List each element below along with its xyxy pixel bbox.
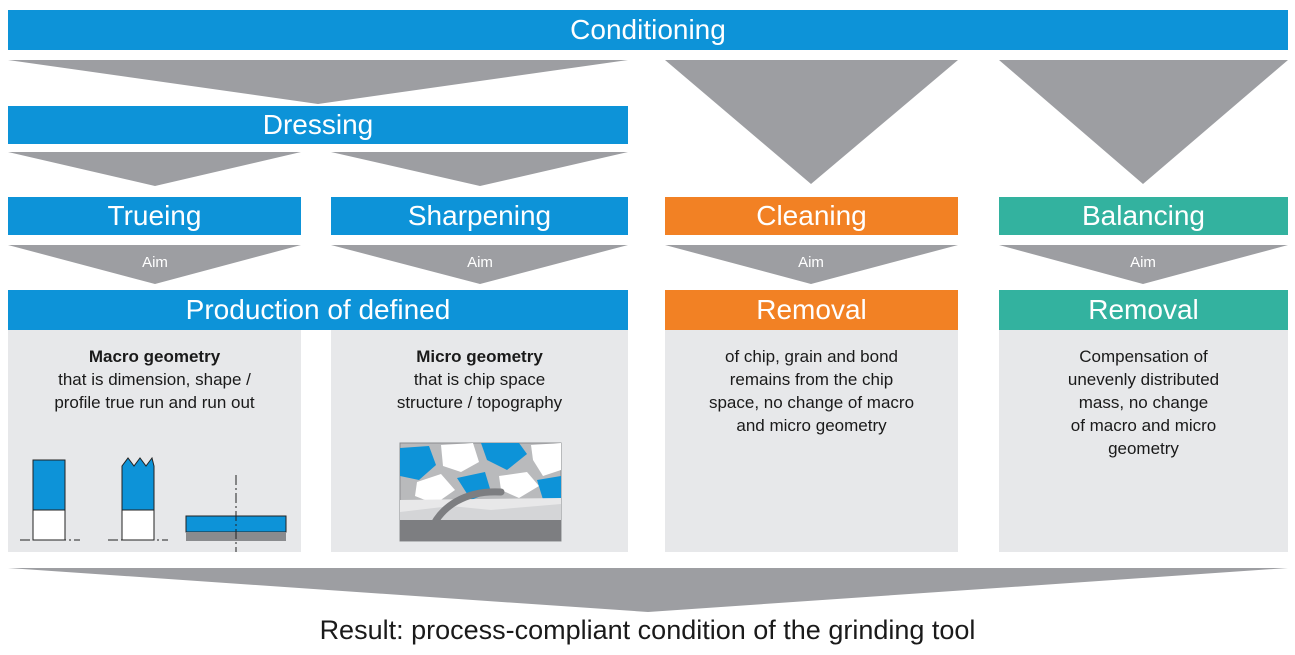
micro-topography-illustration: [399, 442, 562, 542]
macro-geometry-illustration: [20, 456, 287, 552]
cleaning-line-2: remains from the chip: [729, 370, 894, 389]
arrow-dressing-to-sharpening: [331, 152, 628, 186]
aim-label-trueing: Aim: [142, 254, 168, 271]
cleaning-line-1: of chip, grain and bond: [725, 347, 898, 366]
arrow-conditioning-to-cleaning: [665, 60, 958, 184]
balancing-bar: Balancing: [999, 197, 1288, 235]
conditioning-bar: Conditioning: [8, 10, 1288, 50]
balancing-line-3: mass, no change: [1078, 393, 1209, 412]
cleaning-line-3: space, no change of macro: [708, 393, 915, 412]
balancing-line-2: unevenly distributed: [1067, 370, 1220, 389]
macro-geometry-panel: Macro geometry that is dimension, shape …: [8, 330, 301, 552]
arrow-to-result: [8, 568, 1288, 612]
balancing-line-1: Compensation of: [1079, 347, 1208, 366]
aim-arrow-balancing: [999, 245, 1288, 284]
aim-label-balancing: Aim: [1130, 254, 1156, 271]
balancing-panel: Compensation of unevenly distributed mas…: [999, 330, 1288, 552]
micro-geometry-line-1: that is chip space: [413, 370, 546, 389]
aim-arrow-sharpening: [331, 245, 628, 284]
result-text: Result: process-compliant condition of t…: [319, 615, 976, 645]
arrow-conditioning-to-balancing: [999, 60, 1288, 184]
micro-geometry-line-2: structure / topography: [396, 393, 563, 412]
production-bar: Production of defined: [8, 290, 628, 330]
aim-label-cleaning: Aim: [798, 254, 824, 271]
aim-arrow-cleaning: [665, 245, 958, 284]
macro-geometry-line-1: that is dimension, shape /: [58, 370, 251, 389]
cleaning-bar: Cleaning: [665, 197, 958, 235]
aim-arrow-trueing: [8, 245, 301, 284]
cleaning-panel: of chip, grain and bond remains from the…: [665, 330, 958, 552]
micro-geometry-panel: Micro geometry that is chip space struct…: [331, 330, 628, 552]
dressing-bar: Dressing: [8, 106, 628, 144]
balancing-line-5: geometry: [1108, 439, 1179, 458]
macro-geometry-line-2: profile true run and run out: [54, 393, 255, 412]
balancing-line-4: of macro and micro: [1070, 416, 1217, 435]
arrow-conditioning-to-dressing: [8, 60, 628, 104]
aim-label-sharpening: Aim: [467, 254, 493, 271]
removal-balancing-bar: Removal: [999, 290, 1288, 330]
trueing-bar: Trueing: [8, 197, 301, 235]
sharpening-bar: Sharpening: [331, 197, 628, 235]
macro-geometry-heading: Macro geometry: [88, 347, 221, 366]
arrow-dressing-to-trueing: [8, 152, 301, 186]
micro-geometry-heading: Micro geometry: [416, 347, 543, 366]
removal-cleaning-bar: Removal: [665, 290, 958, 330]
cleaning-line-4: and micro geometry: [736, 416, 887, 435]
